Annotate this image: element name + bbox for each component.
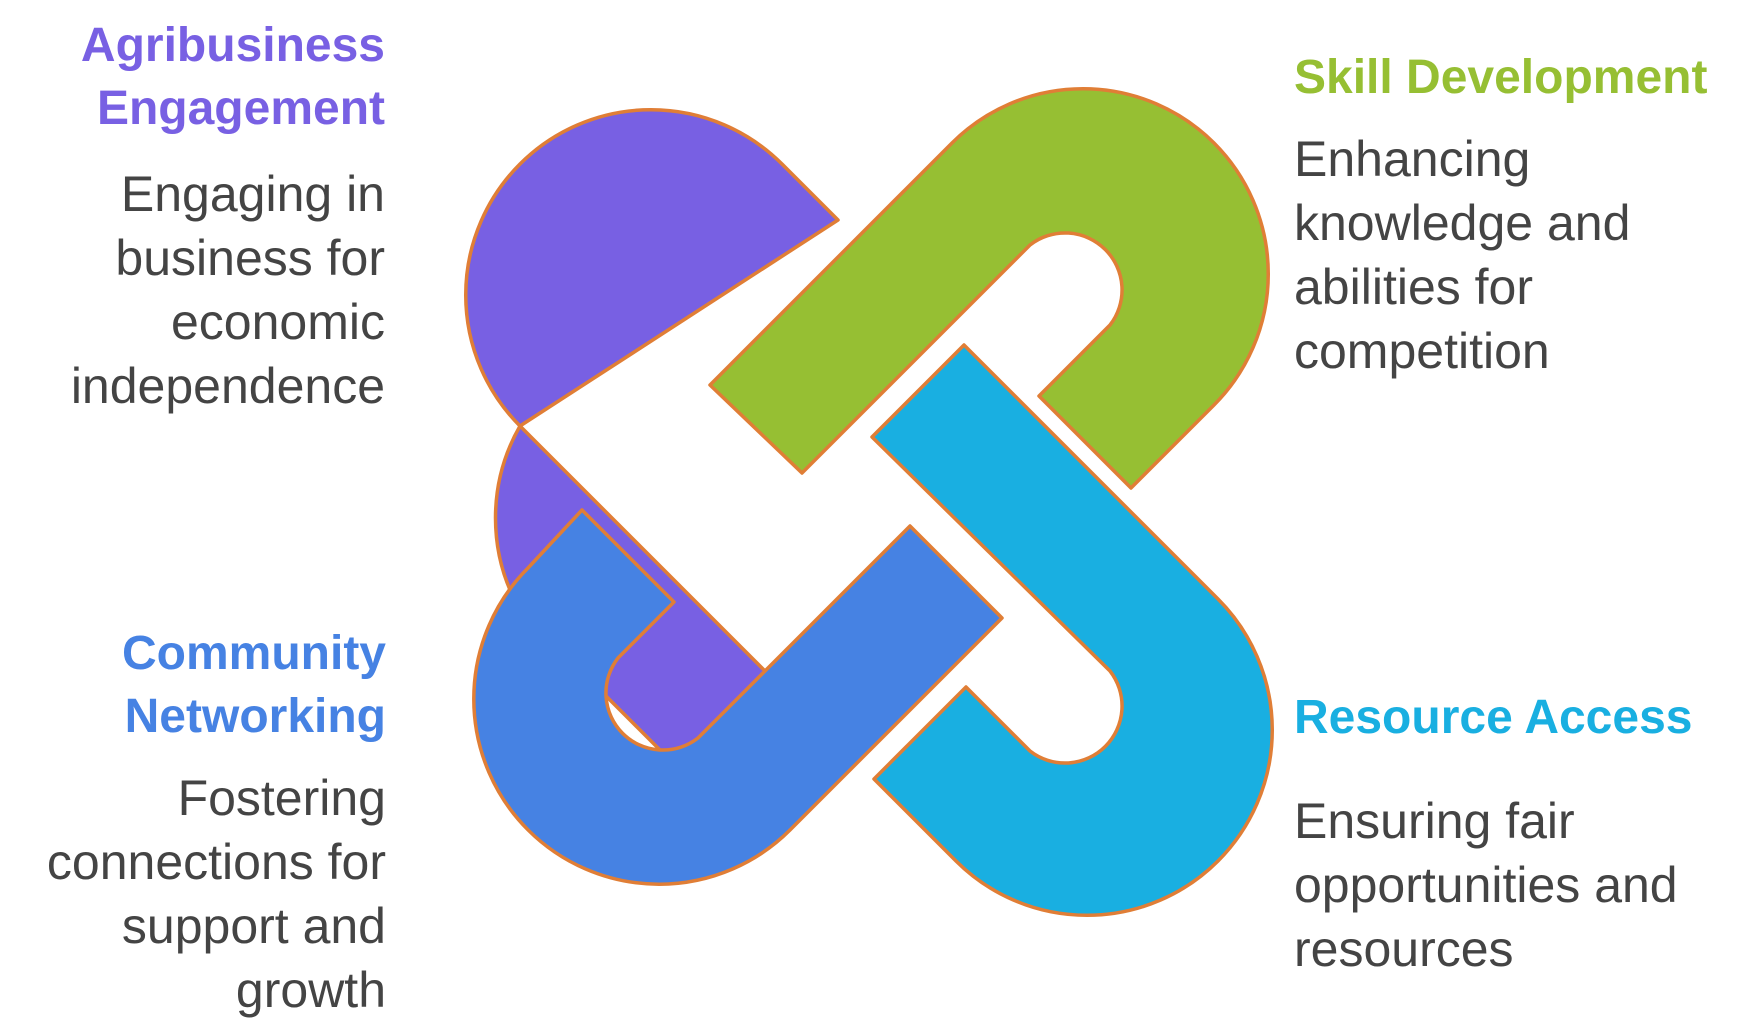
description-line: business for [115, 230, 385, 286]
description-line: economic [171, 294, 385, 350]
description-line: Fostering [177, 770, 386, 826]
description-line: resources [1294, 921, 1514, 977]
title-line: Skill Development [1294, 51, 1708, 104]
community-networking-link [471, 508, 1004, 887]
community-networking-block: Community Networking Fostering connectio… [0, 622, 386, 1022]
title-line: Engagement [96, 82, 385, 135]
resource-access-link [870, 343, 1275, 918]
description-line: Enhancing [1294, 131, 1531, 187]
description-line: support and [121, 898, 386, 954]
title-line: Networking [124, 690, 386, 743]
agribusiness-engagement-title: Agribusiness Engagement [20, 14, 385, 140]
title-line: Agribusiness [80, 19, 385, 72]
agribusiness-engagement-description: Engaging in business for economic indepe… [20, 162, 385, 418]
community-networking-description: Fostering connections for support and gr… [0, 766, 386, 1022]
title-line: Community [122, 627, 386, 680]
skill-development-link [708, 86, 1271, 490]
resource-access-description: Ensuring fair opportunities and resource… [1294, 789, 1739, 981]
description-line: opportunities and [1294, 857, 1678, 913]
description-line: connections for [46, 834, 386, 890]
community-networking-title: Community Networking [0, 622, 386, 748]
agribusiness-engagement-block: Agribusiness Engagement Engaging in busi… [20, 14, 385, 418]
resource-access-title: Resource Access [1294, 686, 1739, 749]
skill-development-title: Skill Development [1294, 46, 1739, 109]
title-line: Resource Access [1294, 691, 1693, 744]
description-line: knowledge and [1294, 195, 1631, 251]
skill-development-description: Enhancing knowledge and abilities for co… [1294, 127, 1739, 383]
description-line: independence [70, 358, 385, 414]
description-line: abilities for [1294, 259, 1533, 315]
description-line: growth [235, 962, 386, 1018]
description-line: competition [1294, 323, 1550, 379]
resource-access-block: Resource Access Ensuring fair opportunit… [1294, 686, 1739, 981]
description-line: Ensuring fair [1294, 793, 1575, 849]
skill-development-block: Skill Development Enhancing knowledge an… [1294, 46, 1739, 383]
agribusiness-link [463, 107, 840, 838]
description-line: Engaging in [120, 166, 385, 222]
